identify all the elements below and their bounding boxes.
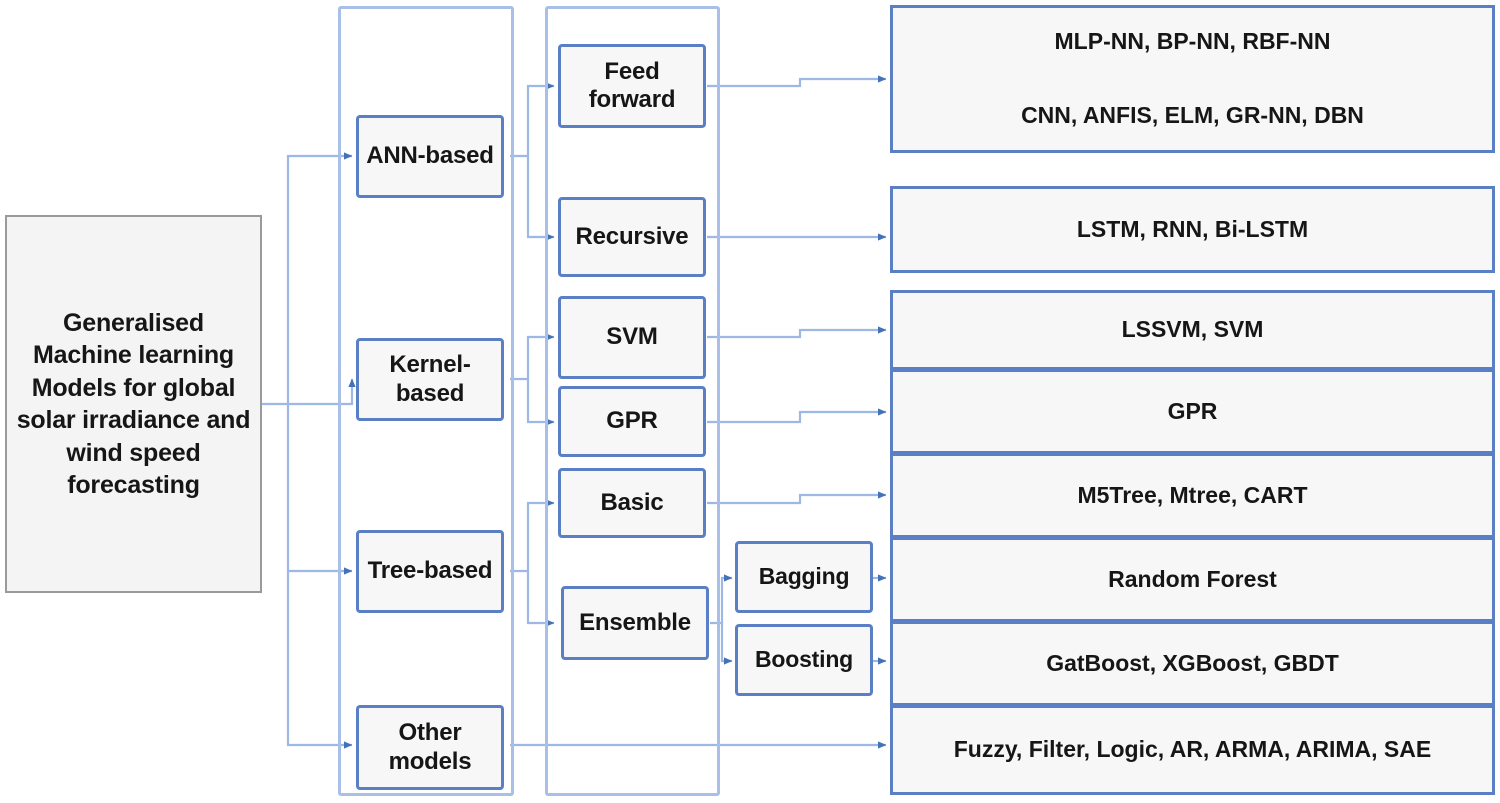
node-kernel-based-label: Kernel-based (389, 351, 471, 407)
node-basic[interactable]: Basic (558, 468, 706, 538)
level2-group-frame (545, 6, 720, 796)
link-gpr-leaf (707, 408, 887, 424)
node-other-models-label: Other models (388, 719, 472, 775)
link-basic-leaf (707, 491, 887, 505)
node-recursive-label: Recursive (575, 222, 689, 250)
root-node[interactable]: Generalised Machine learning Models for … (5, 215, 262, 593)
node-kernel-based[interactable]: Kernel-based (356, 338, 504, 421)
leaf-boosting-models[interactable]: GatBoost, XGBoost, GBDT (890, 621, 1495, 706)
node-svm[interactable]: SVM (558, 296, 706, 379)
leaf-basic-tree-models-line-1: M5Tree, Mtree, CART (1077, 481, 1308, 508)
leaf-gpr-models[interactable]: GPR (890, 369, 1495, 454)
node-bagging-label: Bagging (758, 563, 850, 590)
leaf-other-models-line-1: Fuzzy, Filter, Logic, AR, ARMA, ARIMA, S… (953, 736, 1432, 763)
node-ann-based[interactable]: ANN-based (356, 115, 504, 198)
leaf-ann-models-line-1: MLP-NN, BP-NN, RBF-NN (1054, 28, 1331, 55)
node-basic-label: Basic (600, 488, 664, 516)
leaf-basic-tree-models[interactable]: M5Tree, Mtree, CART (890, 453, 1495, 538)
leaf-ann-models[interactable]: MLP-NN, BP-NN, RBF-NN CNN, ANFIS, ELM, G… (890, 5, 1495, 153)
link-svm-leaf (707, 326, 887, 339)
leaf-other-models[interactable]: Fuzzy, Filter, Logic, AR, ARMA, ARIMA, S… (890, 705, 1495, 795)
node-tree-based-label: Tree-based (367, 557, 493, 585)
leaf-bagging-models-line-1: Random Forest (1108, 565, 1277, 592)
node-boosting[interactable]: Boosting (735, 624, 873, 696)
node-other-models[interactable]: Other models (356, 705, 504, 790)
root-node-label: Generalised Machine learning Models for … (16, 308, 251, 500)
link-ensemble-boosting (720, 623, 733, 665)
leaf-bagging-models[interactable]: Random Forest (890, 537, 1495, 622)
leaf-recursive-models[interactable]: LSTM, RNN, Bi-LSTM (890, 186, 1495, 273)
leaf-svm-models[interactable]: LSSVM, SVM (890, 290, 1495, 370)
leaf-svm-models-line-1: LSSVM, SVM (1121, 316, 1264, 343)
node-ensemble-label: Ensemble (579, 608, 691, 636)
node-feed-forward[interactable]: Feed forward (558, 44, 706, 128)
node-tree-based[interactable]: Tree-based (356, 530, 504, 613)
leaf-gpr-models-line-1: GPR (1167, 397, 1218, 424)
node-gpr[interactable]: GPR (558, 386, 706, 457)
leaf-boosting-models-line-1: GatBoost, XGBoost, GBDT (1046, 649, 1339, 676)
leaf-ann-models-line-2: CNN, ANFIS, ELM, GR-NN, DBN (1021, 102, 1364, 128)
node-bagging[interactable]: Bagging (735, 541, 873, 613)
node-feed-forward-label: Feed forward (588, 57, 676, 113)
node-boosting-label: Boosting (754, 646, 854, 673)
leaf-recursive-models-line-1: LSTM, RNN, Bi-LSTM (1076, 215, 1309, 242)
node-recursive[interactable]: Recursive (558, 197, 706, 277)
link-feedforward-leaf (707, 75, 887, 88)
node-ensemble[interactable]: Ensemble (561, 586, 709, 660)
node-ann-based-label: ANN-based (366, 142, 494, 170)
node-gpr-label: GPR (606, 407, 658, 435)
node-svm-label: SVM (606, 323, 658, 351)
level1-group-frame (338, 6, 514, 796)
